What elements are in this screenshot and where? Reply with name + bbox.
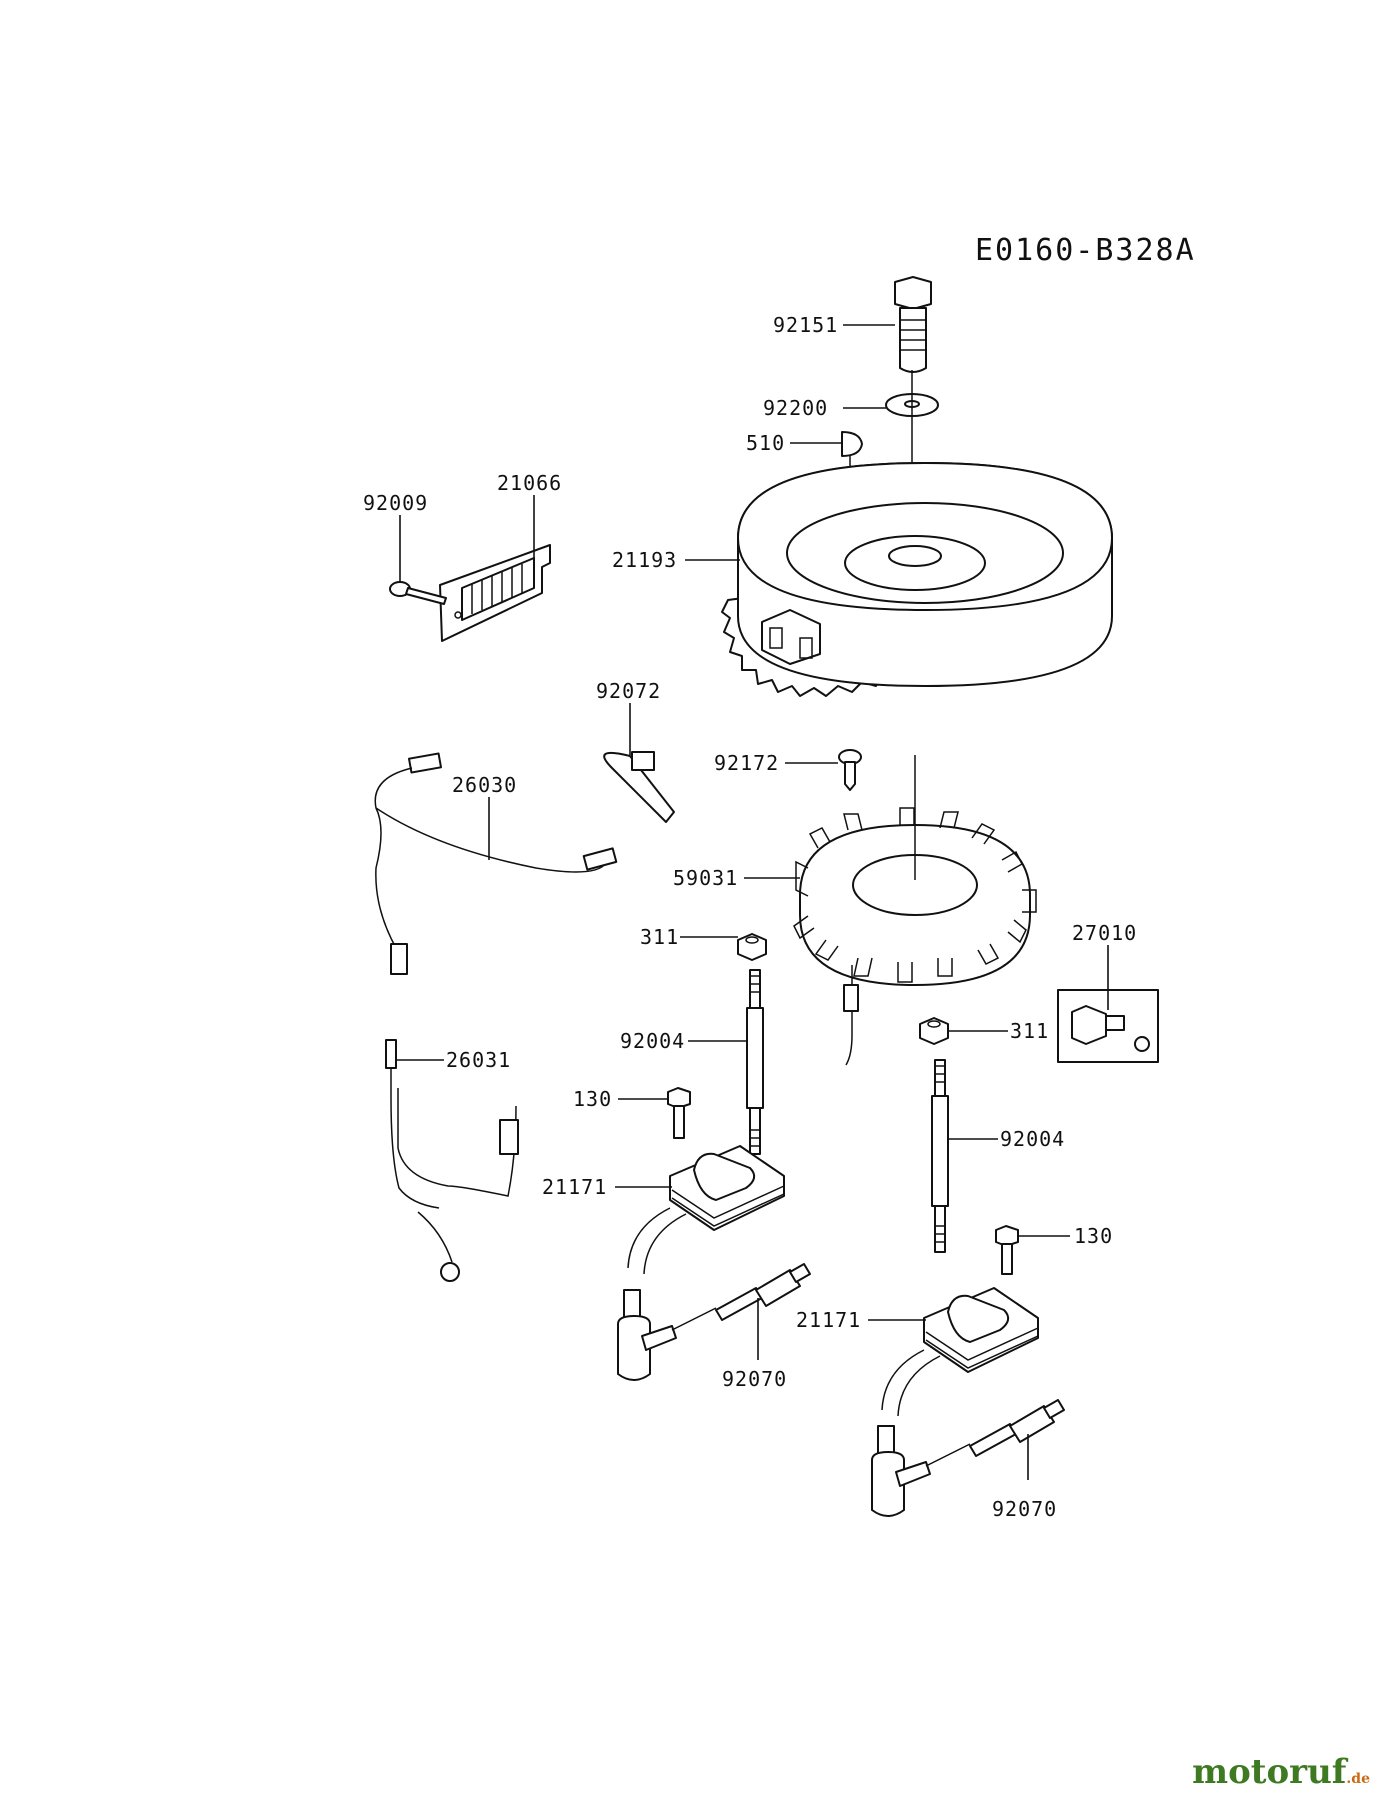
watermark-logo: motoruf.de <box>1192 1752 1370 1792</box>
stator-wire <box>845 965 853 1066</box>
bolt-92151 <box>894 276 932 373</box>
nut-311-right <box>919 1017 949 1045</box>
stud-92004-left <box>746 969 764 1155</box>
stator-59031 <box>793 807 1037 986</box>
label-21193: 21193 <box>612 548 677 572</box>
regulator-21066 <box>439 544 551 642</box>
watermark-tld: .de <box>1346 1771 1370 1787</box>
spark-plug-cap-left <box>617 1289 677 1381</box>
label-130-left: 130 <box>573 1087 612 1111</box>
label-92070-right: 92070 <box>992 1497 1057 1521</box>
stud-92004-right <box>931 1059 949 1253</box>
label-59031: 59031 <box>673 866 738 890</box>
screw-92172 <box>838 749 862 791</box>
ground-wire-26031 <box>385 1039 519 1282</box>
label-92151: 92151 <box>773 313 838 337</box>
ignition-coil-21171-left <box>627 1145 785 1275</box>
label-26031: 26031 <box>446 1048 511 1072</box>
label-311-left: 311 <box>640 925 679 949</box>
label-92072: 92072 <box>596 679 661 703</box>
clamp-92072 <box>603 751 675 823</box>
lead-wire-26030 <box>374 752 618 975</box>
label-92070-left: 92070 <box>722 1367 787 1391</box>
label-92172: 92172 <box>714 751 779 775</box>
label-21171-left: 21171 <box>542 1175 607 1199</box>
label-21171-right: 21171 <box>796 1308 861 1332</box>
switch-27010 <box>1057 989 1159 1063</box>
ignition-coil-21171-right <box>881 1287 1039 1417</box>
label-92004-right: 92004 <box>1000 1127 1065 1151</box>
label-311-right: 311 <box>1010 1019 1049 1043</box>
label-130-right: 130 <box>1074 1224 1113 1248</box>
bolt-130-left <box>667 1087 691 1139</box>
watermark-name: motoruf <box>1192 1752 1347 1792</box>
flywheel-21193 <box>721 462 1113 697</box>
nut-311-left <box>737 933 767 961</box>
spark-plug-cap-right <box>871 1425 931 1517</box>
key-510 <box>841 431 863 457</box>
label-21066: 21066 <box>497 471 562 495</box>
stator-connector <box>843 984 859 1012</box>
label-92200: 92200 <box>763 396 828 420</box>
label-92004-left: 92004 <box>620 1029 685 1053</box>
label-26030: 26030 <box>452 773 517 797</box>
diagram-code: E0160-B328A <box>975 233 1196 268</box>
screw-92009 <box>389 581 447 605</box>
label-510: 510 <box>746 431 785 455</box>
spark-plug-92070-right <box>925 1399 1065 1467</box>
label-92009: 92009 <box>363 491 428 515</box>
bolt-130-right <box>995 1225 1019 1275</box>
spark-plug-92070-left <box>671 1263 811 1331</box>
label-27010: 27010 <box>1072 921 1137 945</box>
